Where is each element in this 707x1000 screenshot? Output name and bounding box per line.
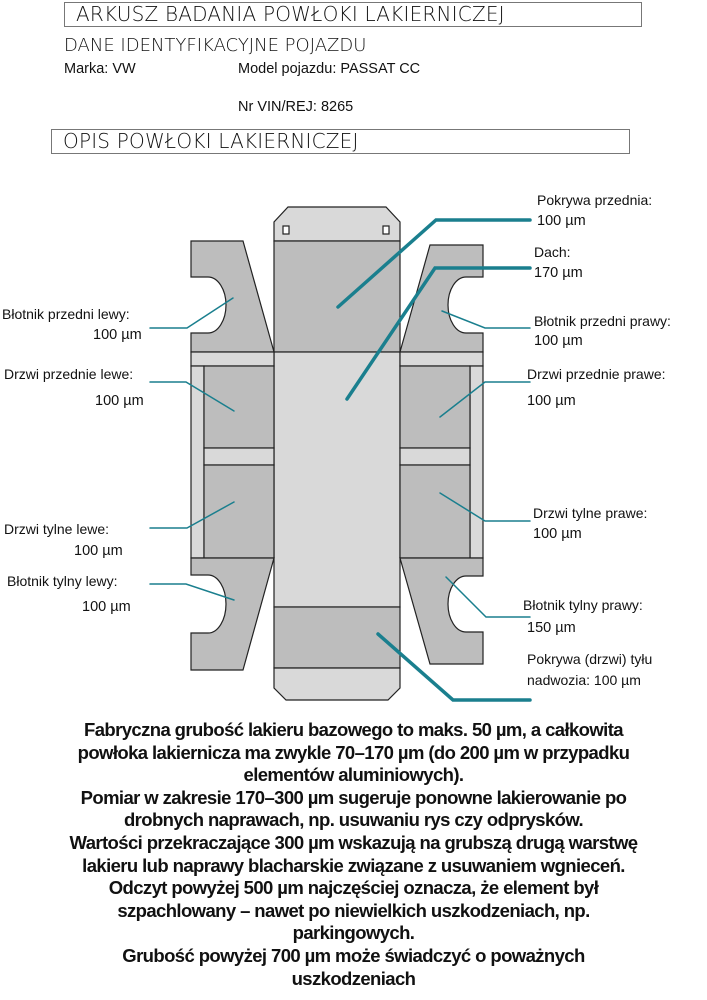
rear-left-door-value: 100 µm <box>74 543 123 559</box>
rear-right-door-value: 100 µm <box>533 526 582 542</box>
front-left-fender <box>190 240 275 353</box>
front-left-fender-value: 100 µm <box>93 327 142 343</box>
note-line: drobnych naprawach, np. usuwaniu rys czy… <box>123 809 584 831</box>
rear-bumper <box>273 667 401 701</box>
rear-left-fender-label: Błotnik tylny lewy: <box>7 573 118 589</box>
rear-right-door <box>399 464 471 559</box>
coating-thickness-note: Fabryczna grubość lakieru bazowego to ma… <box>0 719 707 990</box>
note-line: Odczyt powyżej 500 µm najczęściej oznacz… <box>108 877 599 899</box>
rear-right-fender-label: Błotnik tylny prawy: <box>523 597 643 613</box>
roof-panel <box>273 351 401 608</box>
roof-leader <box>345 266 532 401</box>
note-line: Wartości przekraczające 300 µm wskazują … <box>69 831 639 853</box>
hood-value: 100 µm <box>537 213 586 229</box>
front-left-fender-label: Błotnik przedni lewy: <box>2 306 130 322</box>
rear-left-fender <box>190 557 275 671</box>
page-title: ARKUSZ BADANIA POWŁOKI LAKIERNICZEJ <box>76 2 505 26</box>
trunk-leader <box>376 632 532 702</box>
rear-right-fender-value: 150 µm <box>527 620 576 636</box>
note-line: lakieru lub naprawy blacharskie związane… <box>82 854 625 876</box>
rear-right-fender <box>399 557 484 665</box>
note-line: powłoka lakiernicza ma zwykle 70–170 µm … <box>77 741 630 763</box>
front-right-door-leader <box>439 381 531 418</box>
front-left-fender-leader <box>149 297 234 329</box>
front-left-door <box>203 365 275 449</box>
rear-right-door-label: Drzwi tylne prawe: <box>533 505 648 521</box>
rear-left-door-leader <box>149 501 235 529</box>
front-right-fender <box>399 244 484 353</box>
front-right-door-value: 100 µm <box>527 393 576 409</box>
note-line: parkingowych. <box>292 922 415 944</box>
front-left-door-leader <box>149 381 235 412</box>
rear-left-fender-value: 100 µm <box>82 599 131 615</box>
make-field: Marka: VW <box>64 61 136 77</box>
front-left-door-label: Drzwi przednie lewe: <box>4 366 134 382</box>
title-box: ARKUSZ BADANIA POWŁOKI LAKIERNICZEJ <box>64 2 642 27</box>
rear-left-fender-leader <box>149 583 235 601</box>
roof-value: 170 µm <box>534 265 583 281</box>
front-right-door <box>399 365 471 449</box>
note-line: Grubość powyżej 700 µm może świadczyć o … <box>122 944 585 966</box>
model-field: Model pojazdu: PASSAT CC <box>238 61 421 77</box>
rear-right-door-leader <box>439 492 531 522</box>
front-left-door-value: 100 µm <box>95 393 144 409</box>
note-line: Fabryczna grubość lakieru bazowego to ma… <box>84 719 624 740</box>
vin-field: Nr VIN/REJ: 8265 <box>238 99 354 115</box>
front-right-fender-leader <box>441 310 531 329</box>
front-right-door-label: Drzwi przednie prawe: <box>527 366 666 382</box>
front-right-fender-value: 100 µm <box>534 333 583 349</box>
note-line: elementów aluminiowych). <box>243 764 465 786</box>
rear-left-door-label: Drzwi tylne lewe: <box>4 521 110 537</box>
trunk-panel <box>273 606 401 669</box>
car-diagram <box>149 206 532 702</box>
rear-left-door <box>203 464 275 559</box>
vehicle-section-heading: DANE IDENTYFIKACYJNE POJAZDU <box>64 35 367 56</box>
hood-panel <box>273 240 401 353</box>
trunk-label: Pokrywa (drzwi) tyłu <box>527 651 653 667</box>
hood-leader <box>336 218 532 309</box>
rear-right-fender-leader <box>445 576 531 618</box>
front-right-fender-label: Błotnik przedni prawy: <box>534 313 671 329</box>
coating-section-heading: OPIS POWŁOKI LAKIERNICZEJ <box>63 129 359 153</box>
note-line: uszkodzeniach <box>291 967 416 989</box>
coating-section-box: OPIS POWŁOKI LAKIERNICZEJ <box>51 129 630 154</box>
note-line: szpachlowany – nawet po niewielkich uszk… <box>117 899 590 921</box>
hood-label: Pokrywa przednia: <box>537 192 653 208</box>
roof-label: Dach: <box>534 244 571 260</box>
trunk-value: nadwozia: 100 µm <box>527 672 641 688</box>
front-bumper <box>273 206 401 242</box>
note-line: Pomiar w zakresie 170–300 µm sugeruje po… <box>80 786 627 808</box>
